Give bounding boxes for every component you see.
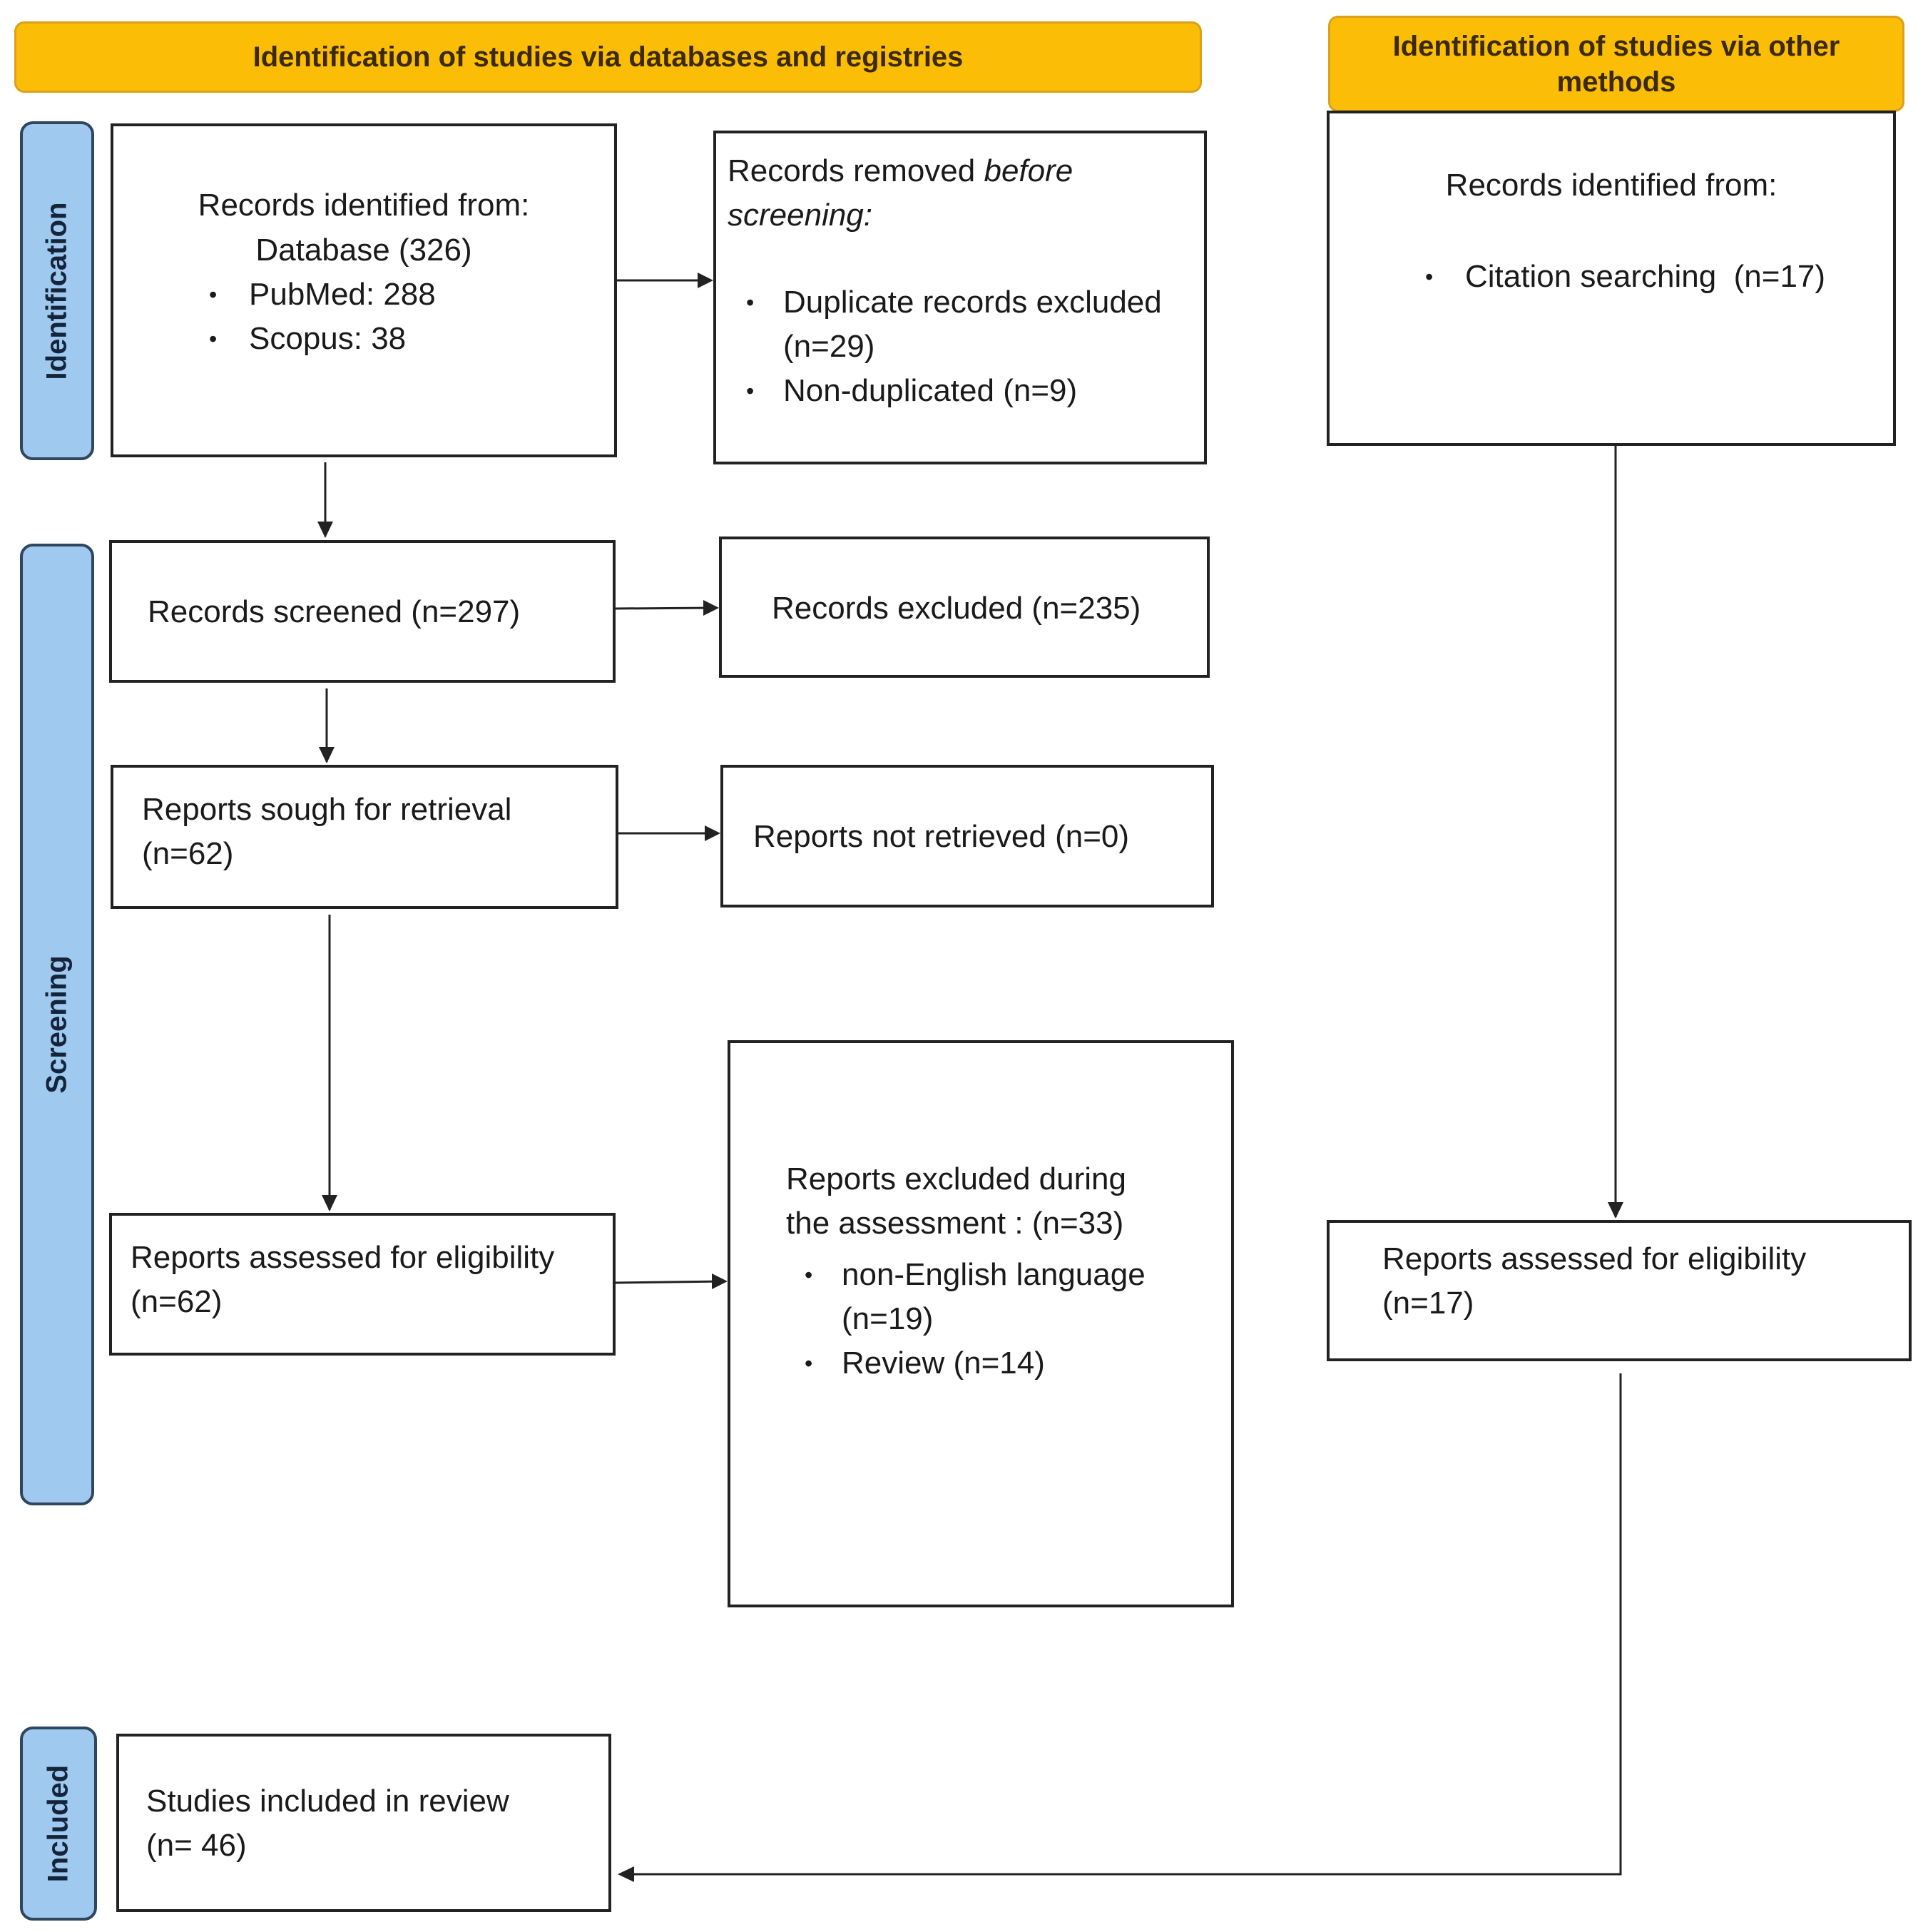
records-identified-list: PubMed: 288 Scopus: 38 (192, 273, 436, 361)
list-item-continuation: (n=29) (783, 329, 875, 364)
reports-excluded-line2: the assessment : (n=33) (786, 1206, 1124, 1241)
header-other-line2: methods (1556, 66, 1676, 98)
box-studies-included: Studies included in review (n= 46) (116, 1734, 611, 1912)
side-identification: Identification (20, 121, 94, 460)
list-item: Citation searching (n=17) (1408, 255, 1825, 299)
studies-included-line1: Studies included in review (146, 1784, 509, 1819)
box-other-records-identified: Records identified from: Citation search… (1327, 111, 1896, 446)
reports-excluded-line1: Reports excluded during (786, 1161, 1126, 1196)
box-reports-not-retrieved: Reports not retrieved (n=0) (720, 765, 1214, 907)
arrowhead (618, 1866, 634, 1882)
other-records-identified-list: Citation searching (n=17) (1408, 255, 1825, 299)
reports-assessed-line1: Reports assessed for eligibility (131, 1240, 555, 1275)
other-records-identified-line1: Records identified from: (1445, 168, 1777, 203)
box-records-screened: Records screened (n=297) (109, 540, 616, 683)
list-item: PubMed: 288 (192, 273, 436, 317)
box-reports-sought: Reports sough for retrieval (n=62) (111, 765, 618, 909)
arrowhead (319, 747, 335, 763)
box-records-removed: Records removed before screening: • Dupl… (713, 131, 1207, 464)
records-removed-before: before (984, 153, 1073, 188)
arrow-other-assessed-to-included (621, 1373, 1622, 1876)
bullet-icon: • (746, 290, 755, 315)
box-records-excluded: Records excluded (n=235) (719, 537, 1210, 678)
box-records-identified: Records identified from: Database (326) … (111, 123, 617, 457)
arrowhead (317, 522, 333, 538)
side-screening: Screening (20, 544, 94, 1505)
header-databases: Identification of studies via databases … (14, 21, 1202, 93)
reports-sought-line2: (n=62) (142, 836, 234, 871)
box-reports-excluded: Reports excluded during the assessment :… (728, 1040, 1234, 1607)
records-removed-title: Records removed before (728, 149, 1073, 193)
arrowhead (703, 600, 719, 616)
list-item-continuation: (n=19) (842, 1301, 934, 1336)
other-reports-assessed-line1: Reports assessed for eligibility (1382, 1241, 1807, 1276)
side-included: Included (20, 1727, 97, 1921)
arrowhead (698, 273, 713, 288)
arrowhead (1608, 1202, 1623, 1219)
records-removed-prefix: Records removed (728, 153, 984, 188)
records-screened-text: Records screened (n=297) (148, 594, 521, 629)
list-item: Scopus: 38 (192, 317, 436, 361)
bullet-icon: • (805, 1351, 813, 1376)
header-databases-text: Identification of studies via databases … (253, 41, 964, 73)
list-item-text: Review (n=14) (842, 1346, 1045, 1381)
other-reports-assessed-line2: (n=17) (1382, 1286, 1474, 1321)
studies-included-line2: (n= 46) (146, 1828, 247, 1863)
list-item-text: non-English language (842, 1257, 1146, 1292)
bullet-icon: • (746, 378, 755, 404)
arrowhead (712, 1273, 728, 1289)
list-item: • Review (n=14) (730, 1341, 1146, 1386)
records-excluded-text: Records excluded (n=235) (772, 591, 1141, 626)
list-item: • Non-duplicated (n=9) (716, 369, 1162, 413)
records-identified-line2: Database (326) (255, 233, 472, 268)
arrowhead (705, 825, 720, 841)
list-item: • non-English language (730, 1253, 1146, 1297)
header-other-line1: Identification of studies via other (1392, 30, 1840, 62)
reports-excluded-list: • non-English language (n=19) • Review (… (730, 1253, 1146, 1386)
box-other-reports-assessed: Reports assessed for eligibility (n=17) (1327, 1220, 1912, 1361)
arrowhead (322, 1195, 337, 1211)
records-identified-line1: Records identified from: (198, 188, 530, 223)
reports-sought-line1: Reports sough for retrieval (142, 792, 512, 827)
list-item-text: Non-duplicated (n=9) (783, 373, 1078, 408)
records-removed-list: • Duplicate records excluded (n=29) • No… (716, 280, 1162, 413)
box-reports-assessed: Reports assessed for eligibility (n=62) (109, 1213, 616, 1356)
reports-assessed-line2: (n=62) (131, 1284, 223, 1319)
arrow-screened-to-excluded (615, 606, 717, 610)
bullet-icon: • (805, 1262, 813, 1288)
list-item: • Duplicate records excluded (716, 280, 1162, 325)
reports-not-retrieved-text: Reports not retrieved (n=0) (753, 819, 1130, 854)
list-item-text: Duplicate records excluded (783, 285, 1162, 320)
arrow-assessed-to-excluded (615, 1280, 725, 1284)
records-removed-screening: screening: (728, 198, 873, 233)
